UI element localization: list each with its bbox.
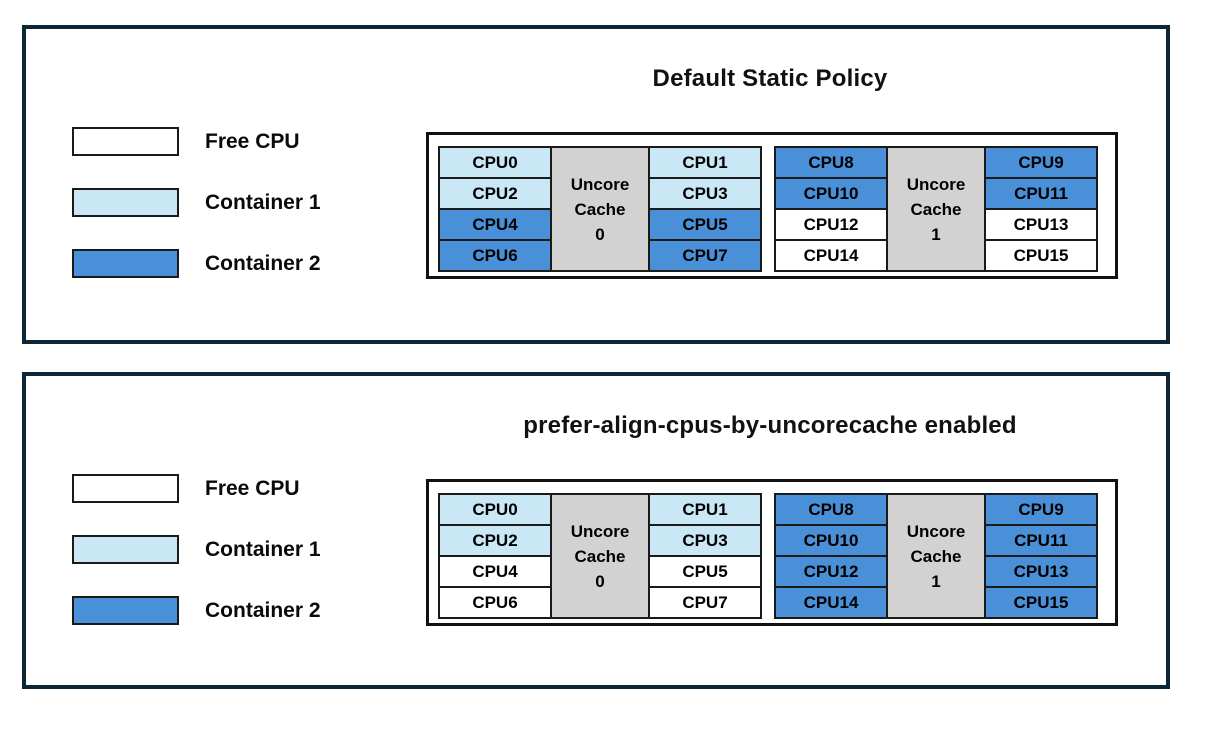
cache-line: Cache [910, 546, 962, 566]
legend-label: Free CPU [205, 129, 300, 153]
cache-line: Uncore [570, 521, 630, 541]
cpu-cell: CPU8 [776, 148, 886, 177]
uncore-cache-1-group: Uncore Cache 1 CPU8 CPU9 CPU10 CPU11 CPU… [774, 493, 1098, 619]
legend-item-container-2: Container 2 [72, 595, 321, 626]
cpu-cell: CPU0 [440, 148, 550, 177]
legend-item-container-1: Container 1 [72, 534, 321, 565]
cpu-cell: CPU3 [650, 179, 760, 208]
legend-label: Container 1 [205, 190, 321, 214]
cache-line: Cache [574, 199, 626, 219]
cpu-cell: CPU9 [986, 495, 1096, 524]
panel-default-static-policy: Default Static Policy Free CPU Container… [22, 25, 1170, 344]
uncore-cache-0-label: Uncore Cache 0 [552, 495, 648, 617]
cpu-cell: CPU15 [986, 588, 1096, 617]
cpu-cell: CPU5 [650, 210, 760, 239]
cpu-cell: CPU9 [986, 148, 1096, 177]
legend-item-container-2: Container 2 [72, 248, 321, 279]
uncore-cache-0-group: Uncore Cache 0 CPU0 CPU1 CPU2 CPU3 CPU4 … [438, 146, 762, 272]
cpu-cell: CPU6 [440, 241, 550, 270]
cpu-cell: CPU10 [776, 179, 886, 208]
cache-line: Uncore [570, 174, 630, 194]
legend-label: Container 1 [205, 537, 321, 561]
legend-label: Free CPU [205, 476, 300, 500]
legend-item-container-1: Container 1 [72, 187, 321, 218]
cpu-cell: CPU2 [440, 179, 550, 208]
cpu-cell: CPU5 [650, 557, 760, 586]
cache-line: 1 [931, 571, 941, 591]
panel-title: prefer-align-cpus-by-uncorecache enabled [523, 412, 1017, 439]
cpu-cell: CPU7 [650, 241, 760, 270]
panel-prefer-align-uncorecache: prefer-align-cpus-by-uncorecache enabled… [22, 372, 1170, 689]
cpu-cell: CPU13 [986, 210, 1096, 239]
legend-swatch-container-2 [72, 596, 179, 625]
legend-swatch-free-cpu [72, 474, 179, 503]
cpu-cell: CPU2 [440, 526, 550, 555]
cpu-cell: CPU1 [650, 495, 760, 524]
cpu-cell: CPU4 [440, 557, 550, 586]
legend-swatch-container-2 [72, 249, 179, 278]
cpu-cell: CPU15 [986, 241, 1096, 270]
legend-item-free-cpu: Free CPU [72, 126, 321, 157]
cache-line: Cache [910, 199, 962, 219]
cache-line: Uncore [906, 174, 966, 194]
cache-line: 1 [931, 224, 941, 244]
cache-line: Cache [574, 546, 626, 566]
legend-swatch-container-1 [72, 188, 179, 217]
cache-line: 0 [595, 571, 605, 591]
cpu-topology-diagram: Uncore Cache 0 CPU0 CPU1 CPU2 CPU3 CPU4 … [426, 132, 1118, 279]
legend-label: Container 2 [205, 251, 321, 275]
cpu-cell: CPU10 [776, 526, 886, 555]
legend: Free CPU Container 1 Container 2 [72, 473, 321, 656]
cpu-cell: CPU12 [776, 210, 886, 239]
cpu-cell: CPU8 [776, 495, 886, 524]
cpu-cell: CPU11 [986, 179, 1096, 208]
cpu-cell: CPU14 [776, 588, 886, 617]
legend: Free CPU Container 1 Container 2 [72, 126, 321, 309]
uncore-cache-0-group: Uncore Cache 0 CPU0 CPU1 CPU2 CPU3 CPU4 … [438, 493, 762, 619]
cpu-cell: CPU7 [650, 588, 760, 617]
legend-label: Container 2 [205, 598, 321, 622]
cpu-cell: CPU3 [650, 526, 760, 555]
cpu-cell: CPU1 [650, 148, 760, 177]
uncore-cache-1-label: Uncore Cache 1 [888, 495, 984, 617]
legend-swatch-container-1 [72, 535, 179, 564]
legend-swatch-free-cpu [72, 127, 179, 156]
cpu-cell: CPU0 [440, 495, 550, 524]
uncore-cache-1-label: Uncore Cache 1 [888, 148, 984, 270]
cpu-cell: CPU4 [440, 210, 550, 239]
cache-line: Uncore [906, 521, 966, 541]
cpu-cell: CPU12 [776, 557, 886, 586]
legend-item-free-cpu: Free CPU [72, 473, 321, 504]
cpu-cell: CPU14 [776, 241, 886, 270]
cpu-topology-diagram: Uncore Cache 0 CPU0 CPU1 CPU2 CPU3 CPU4 … [426, 479, 1118, 626]
cpu-cell: CPU13 [986, 557, 1096, 586]
uncore-cache-0-label: Uncore Cache 0 [552, 148, 648, 270]
panel-title: Default Static Policy [652, 65, 888, 92]
cpu-cell: CPU11 [986, 526, 1096, 555]
cache-line: 0 [595, 224, 605, 244]
cpu-cell: CPU6 [440, 588, 550, 617]
uncore-cache-1-group: Uncore Cache 1 CPU8 CPU9 CPU10 CPU11 CPU… [774, 146, 1098, 272]
